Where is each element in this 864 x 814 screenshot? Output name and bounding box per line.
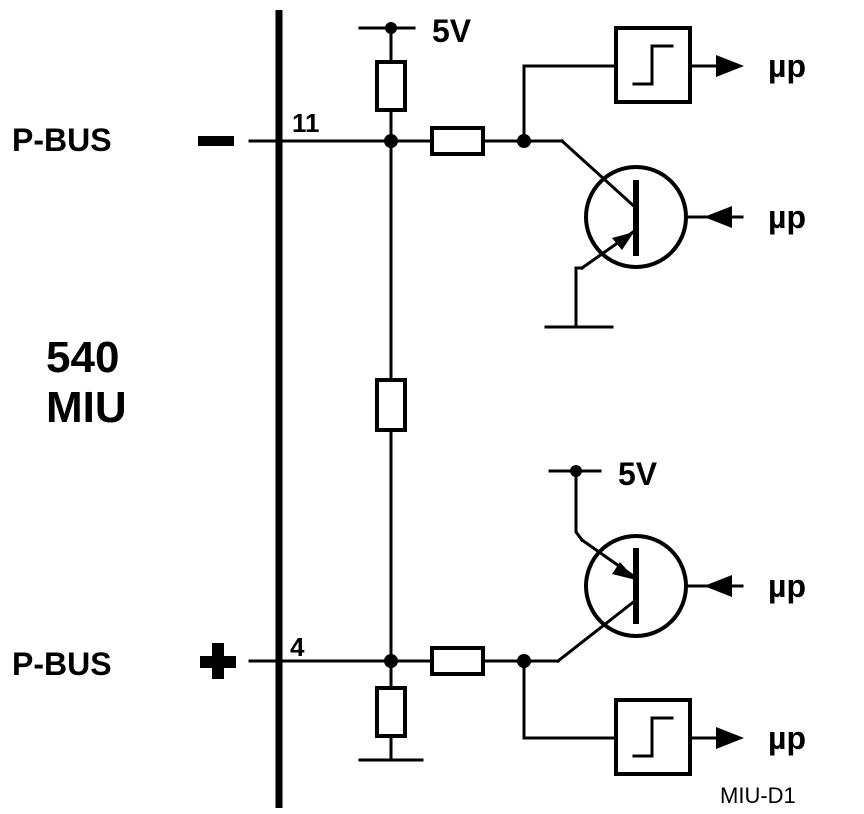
- pbus-minus-label: P-BUS: [12, 122, 112, 158]
- emitter-wire-bottom: [574, 469, 585, 543]
- collector-diag-top: [559, 138, 639, 211]
- collector-diag-bottom: [555, 597, 639, 664]
- schmitt-symbol-top-icon: [632, 44, 674, 86]
- unit-name-label: MIU: [46, 383, 127, 432]
- receiver-wire-bottom: [522, 659, 618, 740]
- supply-label-top: 5V: [432, 13, 472, 49]
- plus-sign-icon: [200, 643, 236, 679]
- up-label-2: µp: [768, 199, 806, 235]
- arrow-right-icon: [716, 727, 744, 749]
- arrow-right-icon: [716, 55, 744, 77]
- series-resistor-bottom: [430, 646, 485, 676]
- supply-label-bottom: 5V: [618, 456, 658, 492]
- series-resistor-top: [430, 126, 485, 156]
- emitter-wire-top: [574, 266, 584, 329]
- up-label-1: µp: [768, 48, 806, 84]
- arrow-left-icon: [704, 575, 732, 597]
- pbus-plus-label: P-BUS: [12, 646, 112, 682]
- emitter-arrow-top-icon: [612, 232, 634, 250]
- receiver-wire-top: [522, 64, 618, 143]
- pulldown-resistor: [375, 686, 407, 738]
- emitter-arrow-bottom-icon: [612, 562, 636, 580]
- middle-resistor: [375, 378, 407, 432]
- pin-4-label: 4: [290, 632, 305, 662]
- up-label-3: µp: [768, 568, 806, 604]
- minus-sign-icon: [198, 136, 234, 146]
- schmitt-symbol-bottom-icon: [632, 716, 674, 758]
- arrow-left-icon: [704, 206, 732, 228]
- up-label-4: µp: [768, 720, 806, 756]
- unit-number-label: 540: [46, 333, 119, 382]
- pullup-resistor: [375, 60, 407, 112]
- figure-id-label: MIU-D1: [720, 783, 796, 808]
- pin-11-label: 11: [292, 108, 320, 138]
